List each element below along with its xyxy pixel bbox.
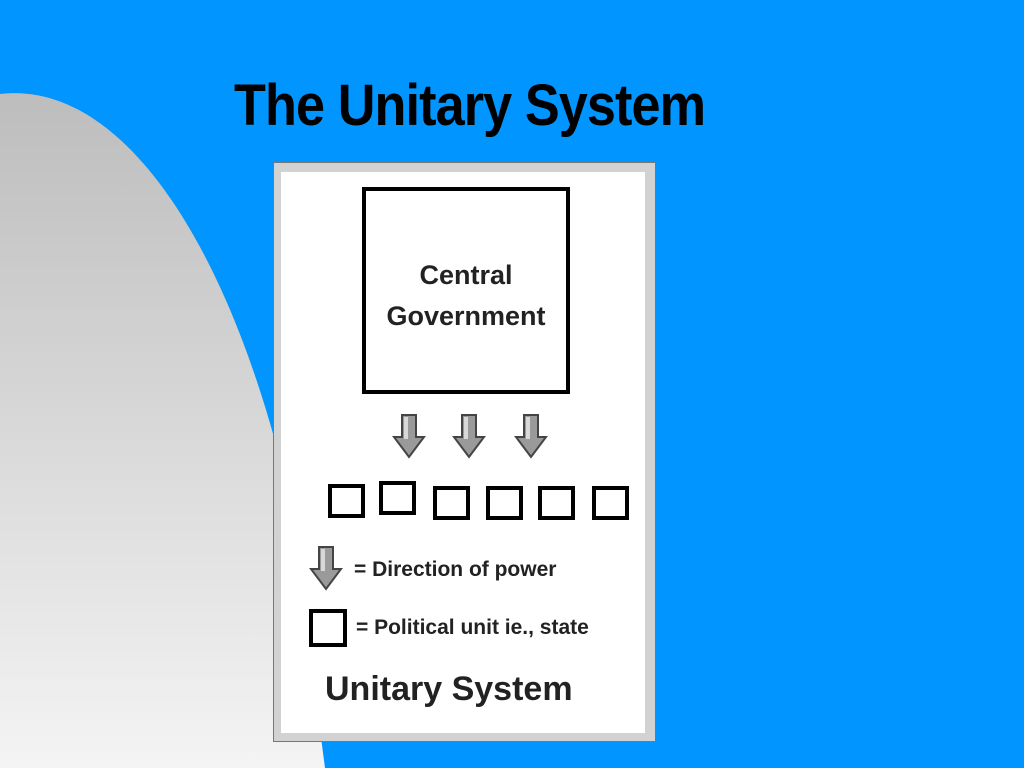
political-unit-box [592,486,629,520]
political-unit-box [433,486,470,520]
diagram-frame: Central Government = Direction of power … [273,162,656,742]
central-government-label: Central Government [386,260,546,331]
square-box-icon [309,609,347,647]
diagram-panel: Central Government = Direction of power … [281,172,645,733]
down-arrow-icon [309,546,343,591]
diagram-caption: Unitary System [325,670,573,708]
political-unit-box [538,486,575,520]
legend-direction-text: = Direction of power [354,558,557,581]
slide-title: The Unitary System [234,73,706,138]
legend-unit-text: = Political unit ie., state [356,616,589,639]
down-arrow-icon [452,414,486,459]
down-arrow-icon [514,414,548,459]
political-unit-box [486,486,523,520]
political-unit-box [328,484,365,518]
political-unit-box [379,481,416,515]
down-arrow-icon [392,414,426,459]
central-government-box: Central Government [362,187,570,394]
